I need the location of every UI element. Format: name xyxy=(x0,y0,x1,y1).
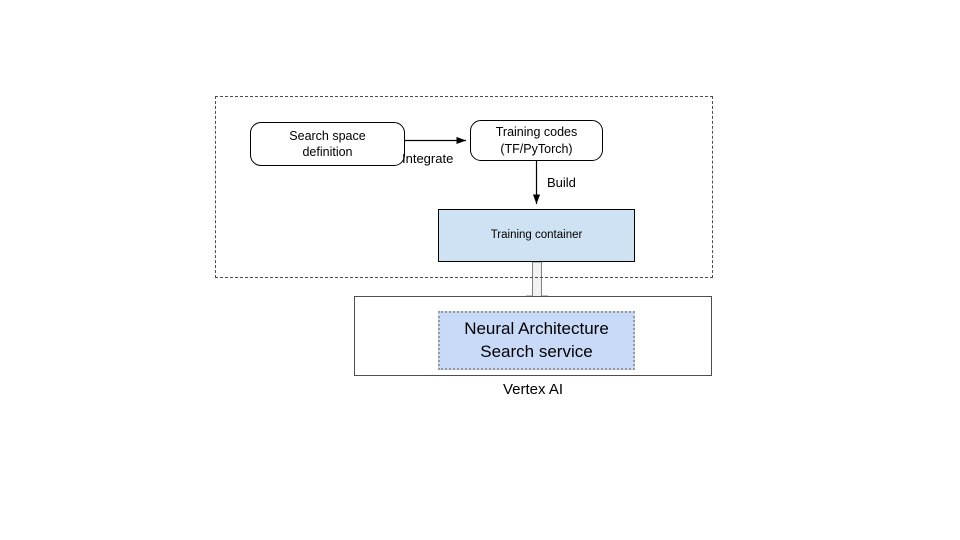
node-search-space-definition[interactable]: Search space definition xyxy=(250,122,405,166)
node-training-codes-label: Training codes (TF/PyTorch) xyxy=(496,124,578,157)
node-training-codes-label-line1: Training codes xyxy=(495,125,578,140)
node-search-space-label-line1: Search space xyxy=(289,128,366,143)
caption-vertex-ai: Vertex AI xyxy=(502,381,564,398)
edge-label-build: Build xyxy=(547,175,576,190)
node-search-space-label: Search space definition xyxy=(289,128,365,161)
node-training-codes-label-line2: (TF/PyTorch) xyxy=(500,141,573,156)
node-training-container-label: Training container xyxy=(490,229,583,242)
node-training-codes[interactable]: Training codes (TF/PyTorch) xyxy=(470,120,603,161)
node-nas-label: Neural Architecture Search service xyxy=(464,318,609,362)
node-nas-label-line1: Neural Architecture xyxy=(464,319,609,339)
node-search-space-label-line2: definition xyxy=(302,145,353,159)
group-user-scope-boundary xyxy=(215,96,713,278)
edge-label-integrate: Integrate xyxy=(402,151,454,166)
node-nas-label-line2: Search service xyxy=(480,341,593,361)
node-neural-architecture-search-service[interactable]: Neural Architecture Search service xyxy=(438,311,635,370)
node-training-container[interactable]: Training container xyxy=(438,209,635,262)
